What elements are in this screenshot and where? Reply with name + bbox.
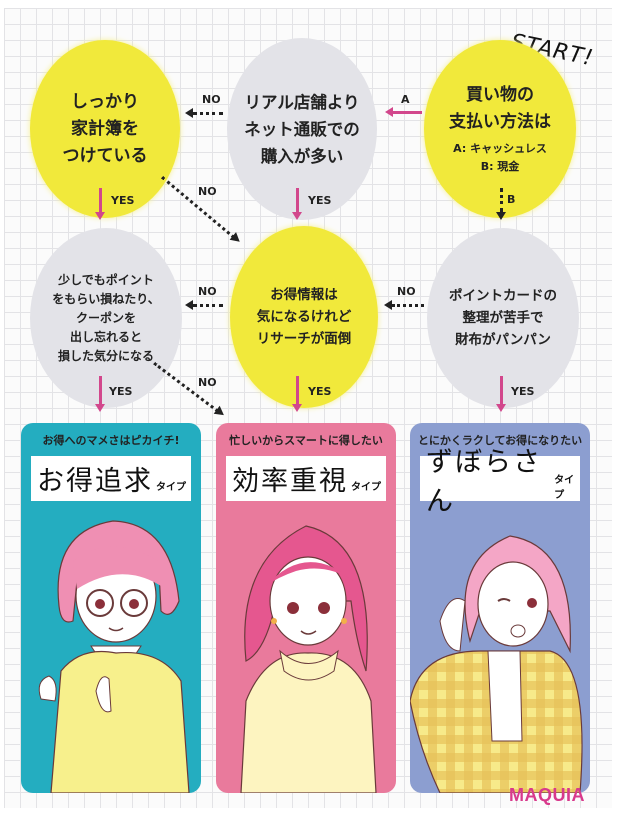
character-illustration-plaid-shirt (410, 535, 583, 793)
result-suffix: タイプ (156, 482, 186, 493)
arrow-no-2 (185, 300, 223, 310)
arrow-yes-2 (292, 188, 302, 220)
result-card-efficiency: 忙しいからスマートに得したい 効率重視 タイプ (216, 423, 396, 793)
result-suffix: タイプ (351, 482, 381, 493)
result-name: お得追求 (37, 466, 153, 497)
label-no-2: NO (198, 285, 217, 298)
label-yes-5: YES (511, 385, 535, 398)
result-card-lazy: とにかくラクしてお得になりたい ずぼらさん タイプ (410, 423, 590, 793)
arrow-yes-3 (95, 376, 105, 412)
label-a: A (401, 93, 410, 106)
arrow-yes-1 (95, 188, 105, 220)
node-start-payment: 買い物の 支払い方法は A: キャッシュレス B: 現金 (424, 40, 576, 218)
result-card-bargain-hunter: お得へのマメさはピカイチ! お得追求 タイプ (21, 423, 201, 793)
result-name-box: ずぼらさん タイプ (420, 447, 580, 517)
label-no-diag-1: NO (198, 185, 217, 198)
character-illustration-glasses (38, 520, 190, 793)
result-tagline: とにかくラクしてお得になりたい (417, 434, 583, 447)
result-name-box: お得追求 タイプ (31, 456, 191, 501)
result-tagline: 忙しいからスマートに得したい (229, 434, 383, 447)
maquia-logo: MAQUIA (509, 785, 585, 805)
label-no-diag-2: NO (198, 376, 217, 389)
label-b: B (507, 193, 516, 206)
label-yes-2: YES (308, 194, 332, 207)
result-name: 効率重視 (232, 466, 348, 497)
node-online-shopping: リアル店舗より ネット通販での 購入が多い (227, 38, 377, 220)
result-tagline: お得へのマメさはピカイチ! (42, 434, 180, 447)
node-budget: しっかり 家計簿を つけている (30, 40, 180, 218)
label-yes-3: YES (109, 385, 133, 398)
result-suffix: タイプ (554, 474, 575, 501)
option-a: A: キャッシュレス (453, 142, 547, 155)
arrow-yes-4 (292, 376, 302, 412)
arrow-yes-5 (496, 376, 506, 412)
node-research: お得情報は 気になるけれど リサーチが面倒 (230, 226, 378, 408)
label-no-3: NO (397, 285, 416, 298)
label-yes-1: YES (111, 194, 135, 207)
option-b: B: 現金 (480, 160, 520, 173)
node-points-loss: 少しでもポイント をもらい損ねたり、 クーポンを 出し忘れると 損した気分になる (30, 228, 182, 408)
character-illustration-turtleneck (240, 525, 377, 793)
node-point-card: ポイントカードの 整理が苦手で 財布がパンパン (427, 228, 579, 408)
label-no-1: NO (202, 93, 221, 106)
result-name: ずぼらさん (426, 446, 542, 517)
arrow-no-1 (185, 108, 223, 118)
arrow-b (496, 188, 506, 220)
arrow-no-3 (384, 300, 424, 310)
label-yes-4: YES (308, 385, 332, 398)
result-name-box: 効率重視 タイプ (226, 456, 386, 501)
arrow-a (385, 107, 422, 117)
